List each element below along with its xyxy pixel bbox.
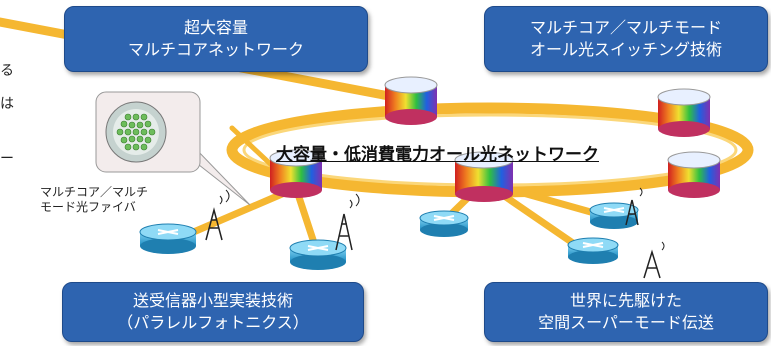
box-line: 世界に先駆けた	[569, 291, 682, 310]
router-icon	[589, 202, 639, 229]
router-icon	[139, 223, 197, 254]
box-line: 送受信器小型実装技術	[132, 291, 293, 310]
spectrum-switch-node-icon	[454, 151, 514, 202]
router-icon	[419, 210, 469, 237]
antenna-tower-icon	[205, 187, 665, 279]
edge-text: る	[0, 63, 14, 79]
multicore-fiber-cross-section-icon	[95, 91, 251, 206]
spectrum-switch-node-icon	[657, 88, 711, 137]
router-icon	[567, 237, 619, 264]
box-line: 超大容量	[183, 18, 248, 37]
spectrum-switch-node-icon	[384, 76, 438, 125]
optical-switching-box: マルチコア／マルチモード オール光スイッチング技術	[484, 6, 768, 72]
supermode-transmission-box: 世界に先駆けた 空間スーパーモード伝送	[484, 282, 768, 342]
fiber-label-line: モード光ファイバ	[40, 200, 136, 214]
fiber-label: マルチコア／マルチ モード光ファイバ	[40, 185, 148, 215]
box-line: マルチコア／マルチモード	[529, 18, 722, 37]
fiber-label-line: マルチコア／マルチ	[40, 185, 149, 199]
multicore-network-box: 超大容量 マルチコアネットワーク	[64, 6, 368, 72]
box-line: オール光スイッチング技術	[529, 40, 722, 59]
box-line: 空間スーパーモード伝送	[538, 313, 714, 332]
transceiver-packaging-box: 送受信器小型実装技術 （パラレルフォトニクス）	[62, 282, 364, 342]
network-label: 大容量・低消費電力オール光ネットワーク	[276, 145, 599, 165]
spectrum-switch-node-icon	[269, 149, 323, 198]
spectrum-switch-node-icon	[667, 151, 721, 198]
box-line: （パラレルフォトニクス）	[117, 313, 309, 332]
edge-text: ー	[0, 151, 14, 167]
edge-text: は	[0, 96, 14, 112]
router-icon	[289, 239, 347, 270]
box-line: マルチコアネットワーク	[127, 40, 304, 59]
